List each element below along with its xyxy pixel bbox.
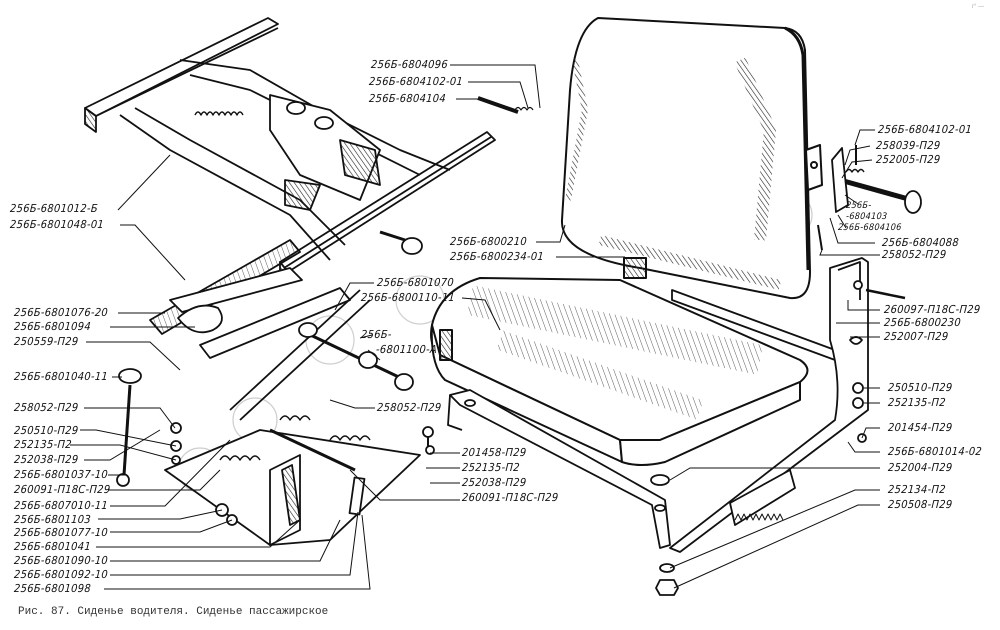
part-label: 250510-П29 (13, 424, 79, 437)
part-label: 256Б-6801040-11 (13, 370, 109, 383)
part-label: 256Б-6801090-10 (13, 554, 109, 567)
part-label: 256Б-6801076-20 (13, 306, 109, 319)
part-label: 258052-П29 (881, 248, 947, 261)
part-label: 256Б-6801077-10 (13, 526, 109, 539)
part-label: 256Б-6801103 (13, 513, 92, 526)
driver-seat-mechanism (116, 239, 435, 546)
driver-seat-upper-frame (84, 17, 496, 283)
part-label: 256Б-6800210 (449, 235, 528, 248)
part-label: 252005-П29 (875, 153, 941, 166)
part-label: 250510-П29 (887, 381, 953, 394)
part-label: 256Б-6801014-02 (887, 445, 983, 458)
passenger-seat-frame (447, 96, 922, 596)
part-label: 256Б-6804104 (368, 92, 447, 105)
part-label: 258039-П29 (875, 139, 941, 152)
part-label: 252038-П29 (13, 453, 79, 466)
part-label: 250559-П29 (13, 335, 79, 348)
part-label: -6801100-А (375, 343, 438, 356)
part-label: 256Б-6801048-01 (9, 218, 105, 231)
part-label: 201454-П29 (887, 421, 953, 434)
part-label: 201458-П29 (461, 446, 527, 459)
part-label: 256Б- (360, 328, 393, 341)
part-label: 256Б-6801098 (13, 582, 92, 595)
part-label: 256Б-6807010-11 (13, 499, 109, 512)
part-label: 252135-П2 (13, 438, 73, 451)
figure-caption: Рис. 87. Сиденье водителя. Сиденье пасса… (18, 606, 329, 618)
part-label: 256Б-6801041 (13, 540, 92, 553)
part-label: 256Б-6800234-01 (449, 250, 545, 263)
part-label: 256Б-6804102-01 (368, 75, 464, 88)
part-label: 250508-П29 (887, 498, 953, 511)
part-label: 256Б-6801092-10 (13, 568, 109, 581)
part-label: 256Б-6801094 (13, 320, 92, 333)
part-label: 256Б-6801070 (376, 276, 455, 289)
part-label: 256Б-6804102-01 (877, 123, 973, 136)
corner-mark: r° — (972, 4, 985, 10)
part-label: 252135-П2 (461, 461, 521, 474)
part-label: 252004-П29 (887, 461, 953, 474)
part-label: 252038-П29 (461, 476, 527, 489)
part-label: 252135-П2 (887, 396, 947, 409)
part-label: 252134-П2 (887, 483, 947, 496)
passenger-seat-backrest (560, 17, 823, 300)
part-label: 256Б-6800110-11 (360, 291, 456, 304)
part-label: 260091-П18С-П29 (13, 483, 111, 496)
part-label: 256Б-6800230 (883, 316, 962, 329)
part-label: 258052-П29 (376, 401, 442, 414)
part-label: 256Б-6801037-10 (13, 468, 109, 481)
part-label: 258052-П29 (13, 401, 79, 414)
part-label: 256Б-6804096 (370, 58, 449, 71)
passenger-seat-cushion (430, 277, 809, 466)
part-label: 256Б-6804106 (837, 223, 902, 233)
part-label: 256Б-6801012-Б (9, 202, 99, 215)
part-label: 260097-П18С-П29 (883, 303, 981, 316)
part-label: 260091-П18С-П29 (461, 491, 559, 504)
leader-lines (70, 64, 880, 590)
part-label: 252007-П29 (883, 330, 949, 343)
